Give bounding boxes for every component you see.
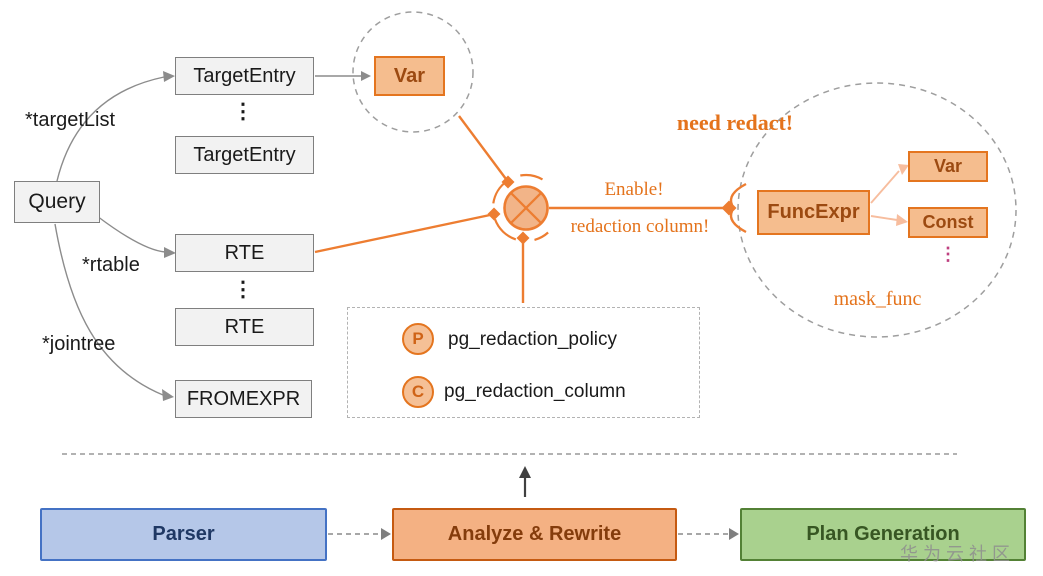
enable-annotation-line2: redaction column! bbox=[570, 216, 710, 237]
query-to-rte-arrow bbox=[96, 215, 176, 258]
catalog-to-join-connector bbox=[516, 231, 530, 303]
query-to-fromexpr-arrow bbox=[54, 223, 174, 401]
targetlist-label: *targetList bbox=[25, 109, 116, 131]
rtable-label: *rtable bbox=[82, 254, 140, 276]
fromexpr-node: FROMEXPR bbox=[175, 380, 312, 418]
targetentry-to-var-arrow bbox=[315, 71, 371, 81]
targetentry-node-2: TargetEntry bbox=[175, 136, 314, 174]
redaction-catalog-box bbox=[347, 307, 700, 418]
funcexpr-to-const-arrow bbox=[870, 214, 908, 226]
targetentry-node-1: TargetEntry bbox=[175, 57, 314, 95]
stage-analyze-rewrite: Analyze & Rewrite bbox=[392, 508, 677, 561]
var-node: Var bbox=[374, 56, 445, 96]
mask-func-caption: mask_func bbox=[833, 288, 922, 310]
jointree-label: *jointree bbox=[42, 333, 116, 355]
enable-annotation-line1: Enable! bbox=[604, 179, 664, 200]
targetentry-ellipsis: ⋮ bbox=[232, 100, 254, 123]
mask-args-ellipsis: ⋮ bbox=[939, 244, 957, 264]
mask-func-circle bbox=[737, 82, 1017, 338]
funcexpr-to-var-arrow bbox=[870, 164, 909, 204]
var-highlight-circle bbox=[352, 11, 474, 133]
redaction-join-icon bbox=[492, 173, 549, 241]
rte-node-1: RTE bbox=[175, 234, 314, 272]
watermark: 华为云社区 bbox=[900, 544, 1015, 564]
mask-var-node: Var bbox=[908, 151, 988, 182]
column-badge: C bbox=[402, 376, 434, 408]
rte-ellipsis: ⋮ bbox=[232, 278, 254, 301]
column-table-label: pg_redaction_column bbox=[444, 381, 626, 402]
query-node: Query bbox=[14, 181, 100, 223]
mask-const-node: Const bbox=[908, 207, 988, 238]
policy-badge: P bbox=[402, 323, 434, 355]
stage-plan-generation: Plan Generation bbox=[740, 508, 1026, 561]
parser-to-analyze-arrow bbox=[328, 528, 391, 540]
var-to-join-connector bbox=[458, 115, 515, 189]
analyze-to-plan-arrow bbox=[678, 528, 739, 540]
rte-to-join-connector bbox=[314, 207, 501, 254]
analyze-up-arrow bbox=[519, 466, 531, 497]
funcexpr-node: FuncExpr bbox=[757, 190, 870, 235]
policy-table-label: pg_redaction_policy bbox=[448, 329, 618, 350]
rte-node-2: RTE bbox=[175, 308, 314, 346]
stage-parser: Parser bbox=[40, 508, 327, 561]
join-to-maskfunc-connector bbox=[549, 182, 747, 234]
query-to-targetentry-arrow bbox=[56, 71, 175, 182]
need-redact-annotation: need redact! bbox=[676, 110, 794, 135]
